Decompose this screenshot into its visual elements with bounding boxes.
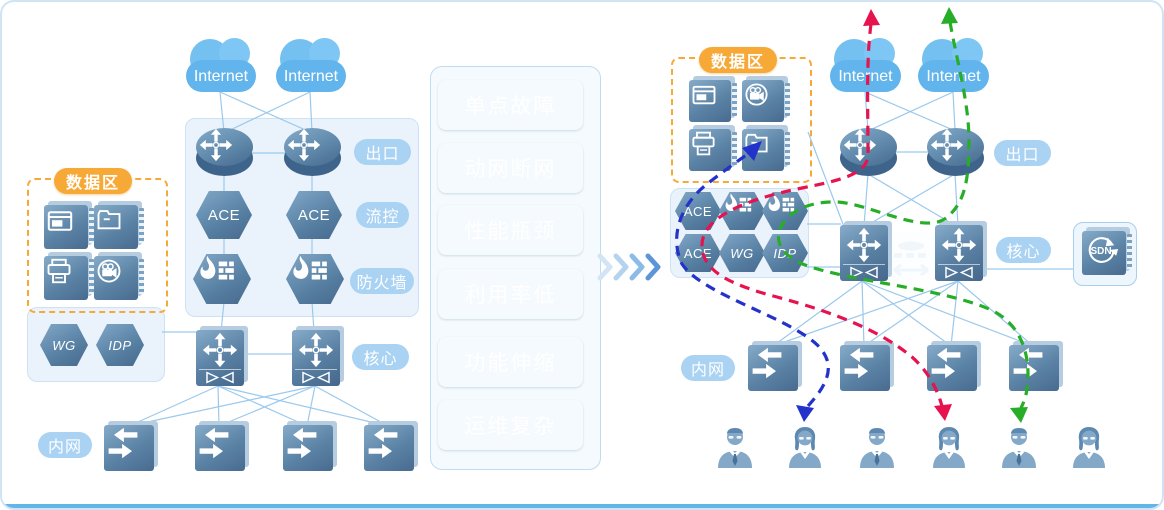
problem-item: 单点故障	[438, 80, 583, 130]
internet-cloud: Internet	[918, 38, 989, 92]
two-way-arrows-icon	[752, 347, 782, 379]
web-server	[689, 80, 737, 122]
video-server	[742, 80, 790, 122]
two-way-arrows-icon	[287, 427, 317, 459]
four-way-arrow-icon	[930, 128, 964, 162]
stack-link-icon	[850, 266, 878, 279]
four-way-arrow-icon	[941, 227, 977, 263]
two-way-arrows-icon	[108, 427, 138, 459]
access-switch	[1009, 345, 1059, 391]
exit-router	[927, 128, 984, 176]
core-label: 核心	[352, 344, 409, 370]
right-data-zone-label: 数据区	[699, 47, 777, 73]
stack-link-icon	[945, 266, 973, 279]
access-switch	[840, 345, 890, 391]
exit-router	[196, 128, 253, 176]
four-way-arrow-icon	[843, 128, 877, 162]
access-switch	[104, 425, 154, 471]
four-way-arrow-icon	[287, 128, 321, 162]
problem-item: 动网断网	[438, 143, 583, 193]
two-way-arrows-icon	[844, 347, 874, 379]
window-icon	[47, 211, 73, 231]
window-icon	[692, 85, 716, 105]
flame-brick-icon	[293, 255, 327, 280]
exit-router	[840, 128, 897, 176]
sdn-cycle-icon: SDN	[1088, 237, 1119, 263]
printer-icon	[692, 131, 715, 156]
core-switch	[840, 225, 888, 281]
four-way-arrow-icon	[199, 128, 233, 162]
svg-text:SDN: SDN	[1090, 246, 1111, 257]
problem-list-panel	[430, 66, 601, 470]
core-switch	[935, 225, 983, 281]
stack-flow-icon	[893, 241, 929, 277]
access-switch	[283, 425, 333, 471]
access-switch	[927, 345, 977, 391]
problem-item: 利用率低	[438, 269, 583, 319]
access-switch	[748, 345, 798, 391]
firewall-device	[193, 254, 251, 304]
web-server	[44, 205, 94, 249]
intranet-label: 内网	[681, 355, 735, 381]
four-way-arrow-icon	[298, 332, 334, 368]
core-switch	[196, 330, 244, 386]
four-way-arrow-icon	[846, 227, 882, 263]
sdn-controller: SDN	[1082, 231, 1132, 275]
two-way-arrows-icon	[931, 347, 961, 379]
video-camera-icon	[97, 259, 121, 283]
left-data-zone-label: 数据区	[54, 168, 132, 194]
core-switch	[292, 330, 340, 386]
problem-item: 性能瓶颈	[438, 205, 583, 255]
intranet-label: 内网	[38, 432, 92, 458]
access-switch	[364, 425, 414, 471]
stack-link-icon	[302, 371, 330, 384]
exit-label: 出口	[994, 140, 1051, 166]
print-server	[689, 129, 737, 171]
wg-device: WG	[40, 324, 88, 366]
access-switch	[195, 425, 245, 471]
flow-control-label: 流控	[356, 202, 409, 228]
video-camera-icon	[745, 83, 768, 106]
folder-icon	[97, 210, 121, 230]
exit-label: 出口	[354, 139, 411, 165]
flame-brick-icon	[200, 255, 234, 280]
idp-device: IDP	[96, 324, 144, 366]
exit-router	[284, 128, 341, 176]
stack-link-icon	[206, 371, 234, 384]
internet-cloud: Internet	[276, 38, 346, 92]
irf-stack-band	[886, 232, 937, 280]
problem-item: 运维复杂	[438, 400, 583, 450]
file-server	[742, 129, 790, 171]
bottom-accent-bar	[2, 504, 1162, 508]
file-server	[94, 205, 144, 249]
print-server	[44, 256, 94, 300]
internet-cloud: Internet	[830, 38, 901, 92]
transition-chevrons-icon	[597, 253, 661, 281]
printer-icon	[47, 258, 71, 284]
four-way-arrow-icon	[202, 332, 238, 368]
internet-cloud: Internet	[186, 38, 256, 92]
core-label: 核心	[996, 237, 1051, 263]
ace-device: ACE	[286, 191, 342, 239]
firewall-label: 防火墙	[350, 268, 414, 294]
folder-icon	[745, 133, 768, 153]
two-way-arrows-icon	[1013, 347, 1043, 379]
ace-device: ACE	[196, 191, 252, 239]
two-way-arrows-icon	[199, 427, 229, 459]
two-way-arrows-icon	[368, 427, 398, 459]
problem-item: 功能伸缩	[438, 337, 583, 387]
video-server	[94, 256, 144, 300]
firewall-device	[286, 254, 344, 304]
